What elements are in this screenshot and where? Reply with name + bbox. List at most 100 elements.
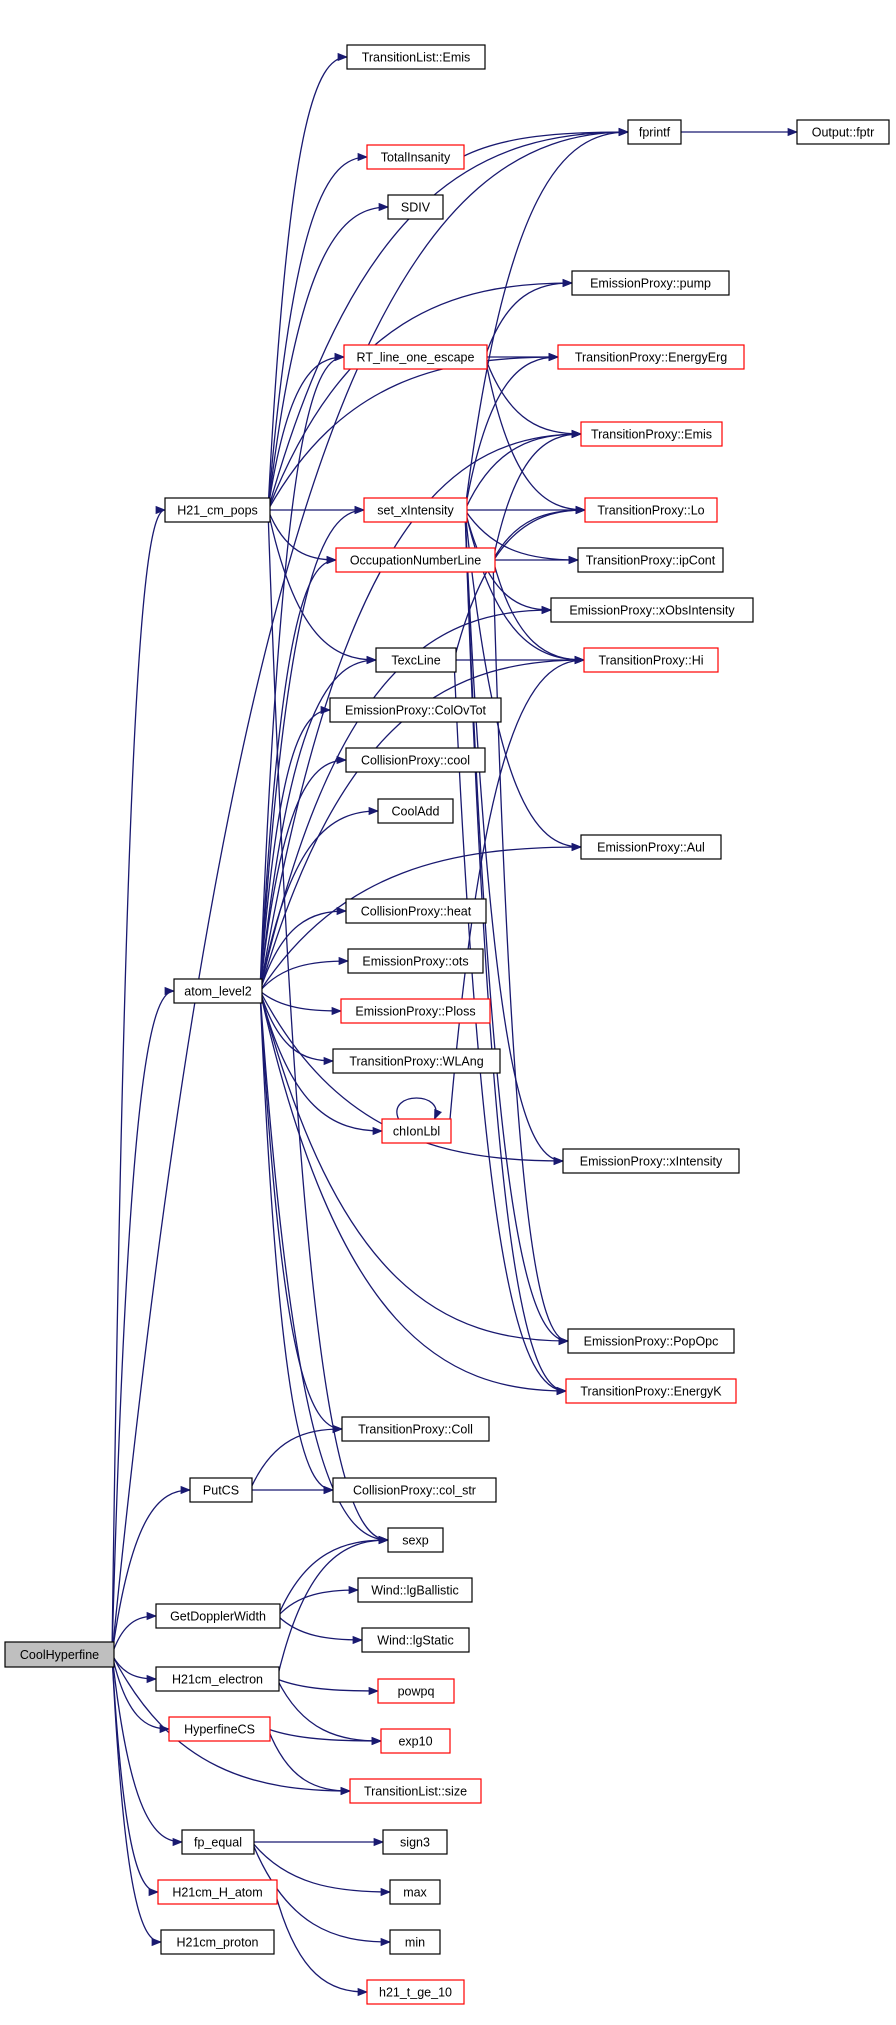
edge-getdopplerwidth-to-wind_lgballistic bbox=[277, 1585, 360, 1617]
node-h21cm-proton[interactable]: H21cm_proton bbox=[160, 1929, 275, 1955]
node-transitionproxy-coll[interactable]: TransitionProxy::Coll bbox=[341, 1416, 490, 1442]
node-label: EmissionProxy::Ploss bbox=[355, 1005, 475, 1019]
edge-occupationnumberline-to-emissionproxy_popopc bbox=[492, 559, 570, 1346]
edge-atom_level2-to-emissionproxy_aul bbox=[259, 842, 583, 992]
node-h21cm-h-atom[interactable]: H21cm_H_atom bbox=[157, 1879, 278, 1905]
node-max[interactable]: max bbox=[389, 1879, 441, 1905]
node-getdopplerwidth[interactable]: GetDopplerWidth bbox=[155, 1603, 281, 1629]
node-transitionproxy-energyk[interactable]: TransitionProxy::EnergyK bbox=[565, 1378, 737, 1404]
node-label: TransitionProxy::Lo bbox=[597, 504, 704, 518]
node-box bbox=[332, 1477, 497, 1503]
edge-rt_line_one_escape-to-transitionproxy_lo bbox=[484, 356, 587, 515]
node-label: CoolAdd bbox=[392, 805, 440, 819]
node-transitionlist-size[interactable]: TransitionList::size bbox=[349, 1778, 482, 1804]
edge-hyperfinecs-to-exp10 bbox=[267, 1728, 383, 1746]
node-chionlbl[interactable]: chIonLbl bbox=[381, 1118, 452, 1144]
node-transitionproxy-energyerg[interactable]: TransitionProxy::EnergyErg bbox=[557, 344, 745, 370]
node-box bbox=[155, 1603, 281, 1629]
node-label: SDIV bbox=[401, 201, 431, 215]
edge-h21_cm_pops-to-totalinsanity bbox=[267, 152, 369, 511]
node-h21-t-ge-10[interactable]: h21_t_ge_10 bbox=[366, 1979, 465, 2005]
edge-h21cm_electron-to-sexp bbox=[276, 1535, 390, 1680]
node-emissionproxy-aul[interactable]: EmissionProxy::Aul bbox=[580, 834, 722, 860]
node-output-fptr[interactable]: Output::fptr bbox=[796, 119, 890, 145]
node-emissionproxy-xintensity[interactable]: EmissionProxy::xIntensity bbox=[562, 1148, 740, 1174]
node-transitionproxy-ipcont[interactable]: TransitionProxy::ipCont bbox=[577, 547, 724, 573]
node-box bbox=[363, 497, 468, 523]
node-sexp[interactable]: sexp bbox=[387, 1527, 444, 1553]
edge-coolhyperfine-to-fprintf bbox=[111, 127, 630, 1655]
edge-set_xintensity-to-emissionproxy_popopc bbox=[464, 509, 570, 1346]
edge-h21cm_electron-to-exp10 bbox=[276, 1678, 383, 1746]
node-collisionproxy-cool[interactable]: CollisionProxy::cool bbox=[345, 747, 486, 773]
edge-h21_cm_pops-to-transitionlist_emis bbox=[267, 52, 349, 511]
node-collisionproxy-col-str[interactable]: CollisionProxy::col_str bbox=[332, 1477, 497, 1503]
edge-atom_level2-to-transitionproxy_wlang bbox=[259, 990, 335, 1066]
node-sdiv[interactable]: SDIV bbox=[387, 194, 444, 220]
node-label: EmissionProxy::Aul bbox=[597, 841, 705, 855]
node-emissionproxy-pump[interactable]: EmissionProxy::pump bbox=[571, 270, 730, 296]
node-transitionlist-emis[interactable]: TransitionList::Emis bbox=[346, 44, 486, 70]
node-texcline[interactable]: TexcLine bbox=[375, 647, 457, 673]
node-box bbox=[329, 697, 502, 723]
edge-coolhyperfine-to-fp_equal bbox=[111, 1654, 184, 1847]
node-label: EmissionProxy::pump bbox=[590, 277, 711, 291]
node-box bbox=[580, 834, 722, 860]
node-fp-equal[interactable]: fp_equal bbox=[181, 1829, 255, 1855]
node-emissionproxy-colovtot[interactable]: EmissionProxy::ColOvTot bbox=[329, 697, 502, 723]
node-box bbox=[4, 1641, 115, 1668]
node-powpq[interactable]: powpq bbox=[377, 1678, 455, 1704]
node-atom-level2[interactable]: atom_level2 bbox=[173, 978, 263, 1004]
node-box bbox=[168, 1716, 271, 1742]
edge-fp_equal-to-min bbox=[251, 1841, 392, 1947]
node-wind-lgballistic[interactable]: Wind::lgBallistic bbox=[357, 1577, 473, 1603]
node-label: EmissionProxy::ots bbox=[362, 955, 468, 969]
node-min[interactable]: min bbox=[389, 1929, 441, 1955]
node-set-xintensity[interactable]: set_xIntensity bbox=[363, 497, 468, 523]
node-layer: CoolHyperfine H21_cm_pops atom_level2PutCS… bbox=[4, 44, 890, 2005]
node-h21-cm-pops[interactable]: H21_cm_pops bbox=[164, 497, 271, 523]
node-exp10[interactable]: exp10 bbox=[380, 1728, 451, 1754]
node-emissionproxy-xobsintensity[interactable]: EmissionProxy::xObsIntensity bbox=[550, 597, 754, 623]
node-box bbox=[160, 1929, 275, 1955]
node-collisionproxy-heat[interactable]: CollisionProxy::heat bbox=[345, 898, 487, 924]
node-box bbox=[567, 1328, 735, 1354]
edge-h21_cm_pops-to-sdiv bbox=[267, 202, 390, 511]
edge-coolhyperfine-to-h21cm_proton bbox=[111, 1654, 163, 1947]
node-emissionproxy-ots[interactable]: EmissionProxy::ots bbox=[347, 948, 484, 974]
node-cooladd[interactable]: CoolAdd bbox=[377, 798, 454, 824]
node-hyperfinecs[interactable]: HyperfineCS bbox=[168, 1716, 271, 1742]
node-box bbox=[345, 747, 486, 773]
node-label: EmissionProxy::xIntensity bbox=[580, 1155, 723, 1169]
node-box bbox=[389, 1879, 441, 1905]
node-box bbox=[380, 1728, 451, 1754]
node-fprintf[interactable]: fprintf bbox=[627, 119, 682, 145]
node-putcs[interactable]: PutCS bbox=[189, 1477, 253, 1503]
node-box bbox=[377, 798, 454, 824]
node-label: TransitionProxy::ipCont bbox=[586, 554, 716, 568]
node-wind-lgstatic[interactable]: Wind::lgStatic bbox=[361, 1627, 470, 1653]
node-totalinsanity[interactable]: TotalInsanity bbox=[366, 144, 465, 170]
node-emissionproxy-popopc[interactable]: EmissionProxy::PopOpc bbox=[567, 1328, 735, 1354]
node-label: TransitionList::size bbox=[364, 1785, 467, 1799]
node-emissionproxy-ploss[interactable]: EmissionProxy::Ploss bbox=[340, 998, 491, 1024]
node-transitionproxy-lo[interactable]: TransitionProxy::Lo bbox=[584, 497, 718, 523]
node-label: PutCS bbox=[203, 1484, 239, 1498]
edge-atom_level2-to-rt_line_one_escape bbox=[259, 352, 346, 992]
edge-h21cm_h_atom-to-h21_t_ge_10 bbox=[274, 1891, 369, 1997]
node-box bbox=[341, 1416, 490, 1442]
node-coolhyperfine[interactable]: CoolHyperfine bbox=[4, 1641, 115, 1668]
node-transitionproxy-hi[interactable]: TransitionProxy::Hi bbox=[583, 647, 719, 673]
node-rt-line-one-escape[interactable]: RT_line_one_escape bbox=[343, 344, 488, 370]
edge-atom_level2-to-transitionproxy_emis bbox=[259, 429, 583, 992]
node-box bbox=[347, 948, 484, 974]
node-occupationnumberline[interactable]: OccupationNumberLine bbox=[335, 547, 496, 573]
node-box bbox=[357, 1577, 473, 1603]
node-label: set_xIntensity bbox=[377, 504, 454, 518]
edge-h21_cm_pops-to-rt_line_one_escape bbox=[267, 352, 346, 511]
node-transitionproxy-emis[interactable]: TransitionProxy::Emis bbox=[580, 421, 723, 447]
node-transitionproxy-wlang[interactable]: TransitionProxy::WLAng bbox=[332, 1048, 501, 1074]
node-sign3[interactable]: sign3 bbox=[382, 1829, 448, 1855]
node-h21cm-electron[interactable]: H21cm_electron bbox=[155, 1666, 280, 1692]
edge-coolhyperfine-to-putcs bbox=[111, 1485, 192, 1655]
